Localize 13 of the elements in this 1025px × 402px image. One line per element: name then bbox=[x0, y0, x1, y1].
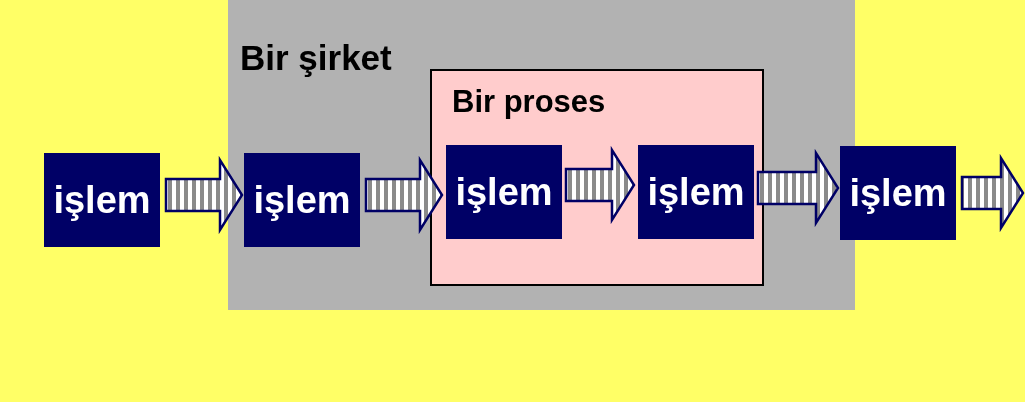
process-step-box: işlem bbox=[638, 145, 754, 239]
region-heading: Bir şirket bbox=[240, 38, 392, 78]
process-step-box: işlem bbox=[244, 153, 360, 247]
process-step-box: işlem bbox=[840, 146, 956, 240]
block-arrow bbox=[564, 145, 636, 225]
block-arrow bbox=[364, 155, 444, 235]
process-step-box: işlem bbox=[44, 153, 160, 247]
process-region bbox=[430, 69, 764, 286]
block-arrow bbox=[960, 153, 1025, 233]
block-arrow bbox=[756, 148, 840, 228]
block-arrow bbox=[164, 155, 244, 235]
process-step-box: işlem bbox=[446, 145, 562, 239]
region-heading: Bir proses bbox=[452, 84, 606, 120]
